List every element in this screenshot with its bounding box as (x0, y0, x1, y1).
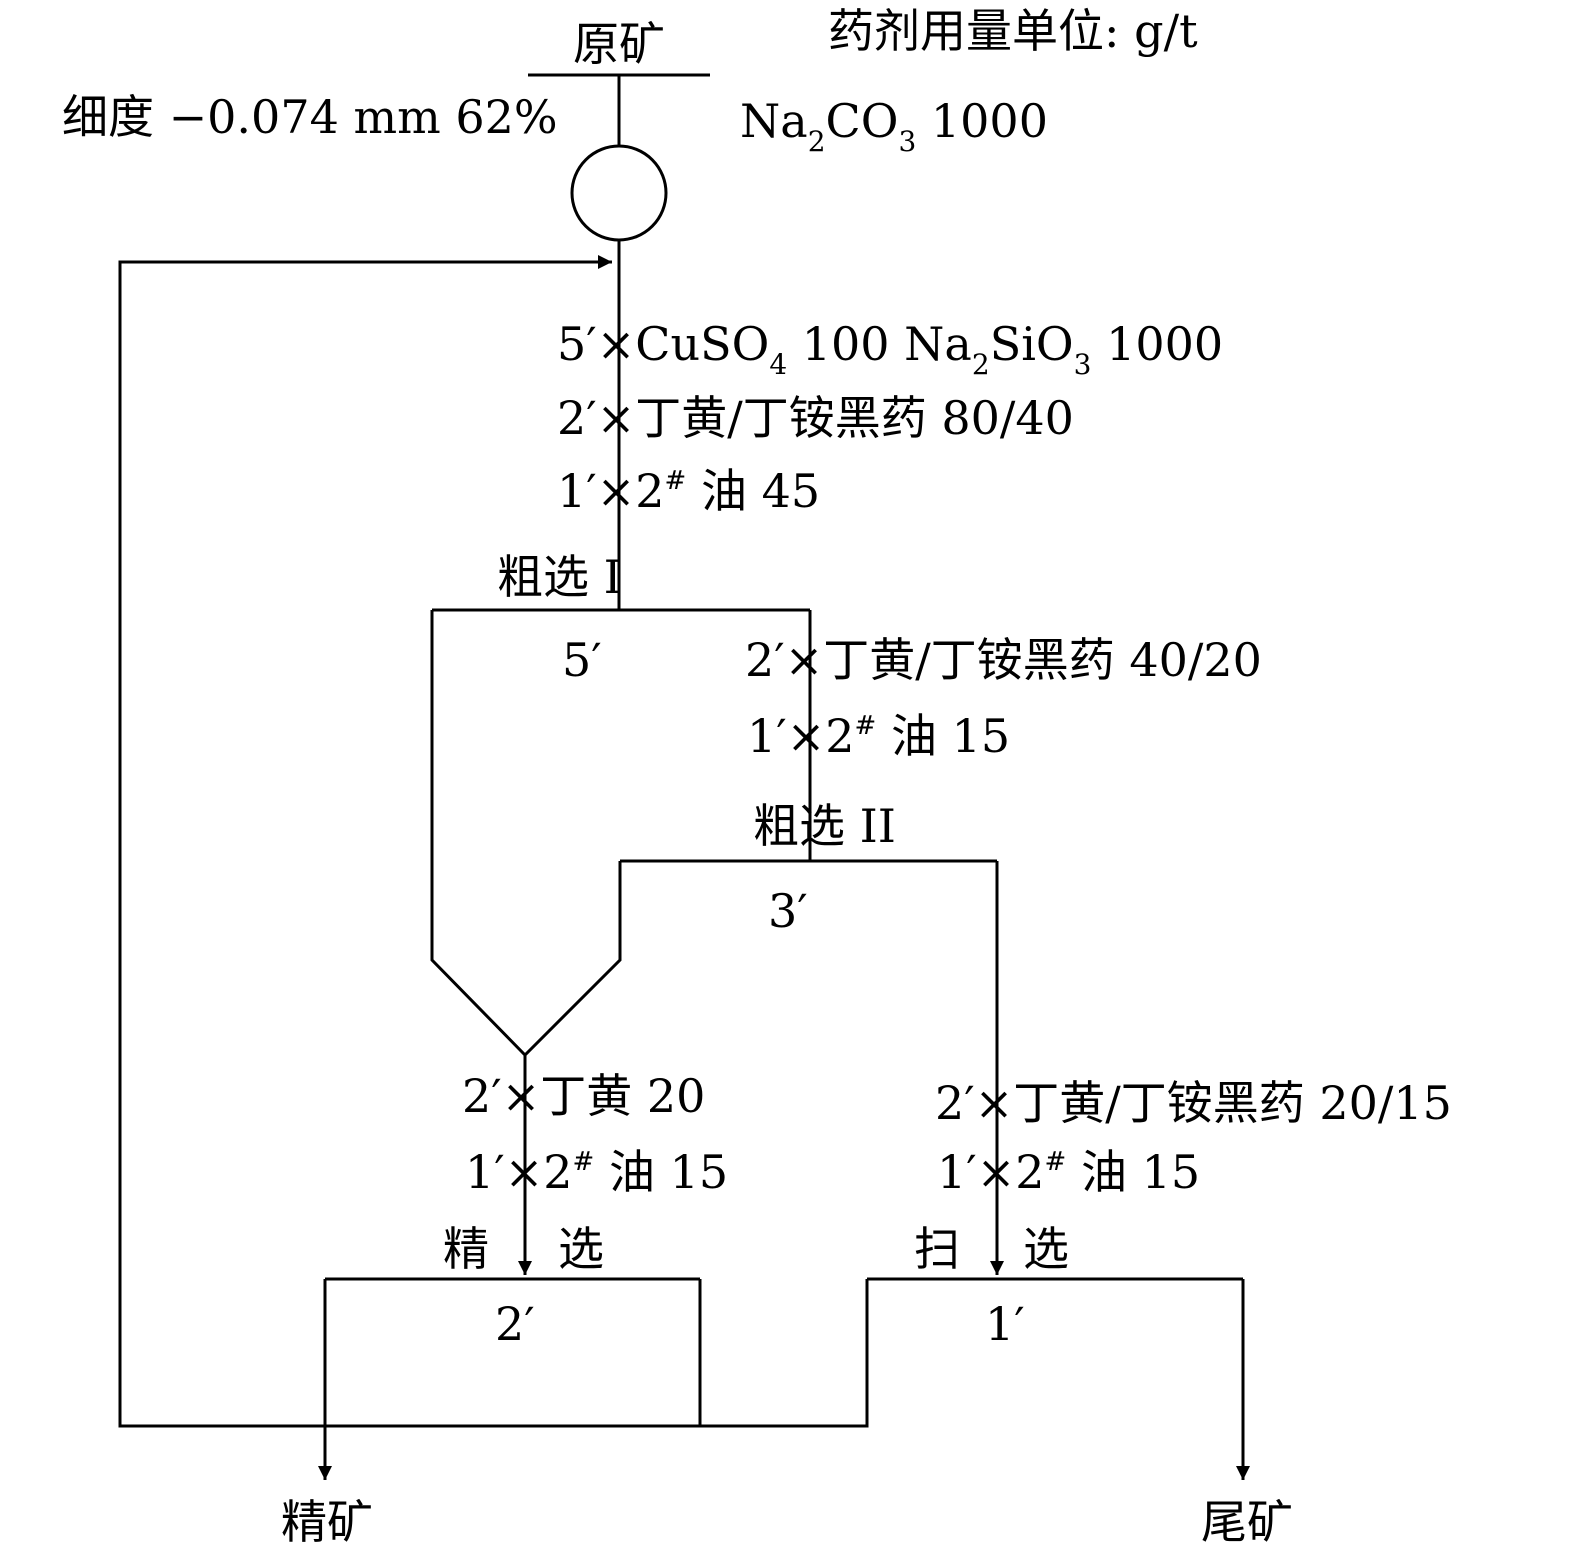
cleaner-label-b: 选 (558, 1222, 604, 1276)
rougher2-label: 粗选 II (753, 799, 896, 853)
tailings-product-label: 尾矿 (1201, 1495, 1293, 1549)
scavenger-reagent-line2: 1′×2# 油 15 (937, 1145, 1200, 1199)
rougher2-time: 3′ (768, 884, 808, 938)
rougher2-reagent-line2: 1′×2# 油 15 (747, 709, 1010, 763)
rougher1-reagent-line2: 2′×丁黄/丁铵黑药 80/40 (557, 391, 1074, 445)
cleaner-reagent-line2: 1′×2# 油 15 (465, 1145, 728, 1199)
concentrate-product-label: 精矿 (281, 1495, 373, 1549)
rougher1-reagent-line1: 5′×CuSO4 100 Na2SiO3 1000 (557, 317, 1223, 381)
cleaner-reagent-line1: 2′×丁黄 20 (462, 1069, 705, 1123)
rougher1-label: 粗选 I (497, 550, 622, 604)
cleaner-time: 2′ (495, 1297, 535, 1351)
feed-label: 原矿 (573, 17, 665, 71)
reagent-unit-label: 药剂用量单位: g/t (828, 4, 1198, 58)
scavenger-reagent-line1: 2′×丁黄/丁铵黑药 20/15 (935, 1076, 1452, 1130)
cleaner-label-a: 精 (443, 1222, 489, 1276)
grinding-reagent: Na2CO3 1000 (740, 94, 1048, 158)
rougher1-reagent-line3: 1′×2# 油 45 (557, 464, 820, 518)
scavenger-concentrate-line (700, 1279, 869, 1428)
scavenger-label-b: 选 (1023, 1222, 1069, 1276)
scavenger-label-a: 扫 (914, 1222, 960, 1276)
recycle-line (118, 255, 700, 1428)
fineness-label: 细度 −0.074 mm 62% (62, 90, 558, 144)
rougher2-reagent-line1: 2′×丁黄/丁铵黑药 40/20 (745, 633, 1262, 687)
rougher1-time: 5′ (562, 633, 602, 687)
scavenger-time: 1′ (985, 1297, 1025, 1351)
grinding-mill-symbol (570, 144, 668, 242)
